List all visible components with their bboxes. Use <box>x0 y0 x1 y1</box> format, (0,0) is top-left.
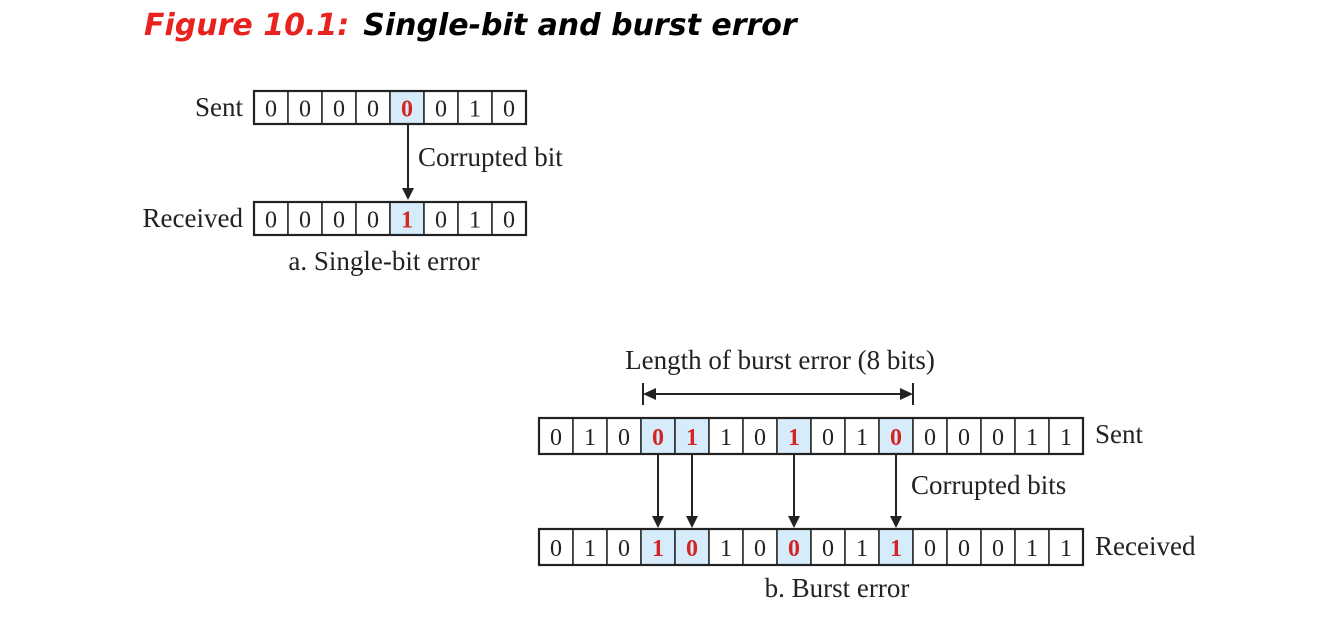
burst-sent-bit: 0 <box>550 425 562 451</box>
burst-received-label: Received <box>1095 531 1196 561</box>
single-sent-bit: 0 <box>503 97 515 123</box>
single-received-bit: 0 <box>503 208 515 234</box>
burst-received-bit: 1 <box>720 536 732 562</box>
single-sent-cell <box>389 90 425 125</box>
single-sent-cell <box>491 90 527 125</box>
single-sent-label: Sent <box>195 92 244 122</box>
figure-number: Figure 10.1: <box>144 8 350 43</box>
burst-sent-bit: 1 <box>584 425 596 451</box>
single-sent-cell <box>423 90 459 125</box>
single-annotation: Corrupted bit <box>418 142 563 172</box>
burst-received-bit-error: 0 <box>686 536 698 562</box>
burst-sent-bit: 1 <box>1060 425 1072 451</box>
burst-received-bit: 0 <box>822 536 834 562</box>
burst-annotation: Corrupted bits <box>911 470 1066 500</box>
single-received-bit: 0 <box>367 208 379 234</box>
single-sent-bit-error: 0 <box>401 97 413 123</box>
burst-length-right-arrow <box>900 388 913 400</box>
burst-received-bit: 1 <box>856 536 868 562</box>
burst-sent-bit: 1 <box>1026 425 1038 451</box>
figure-title-text: Single-bit and burst error <box>363 8 797 43</box>
burst-arrow-head <box>652 516 664 528</box>
burst-sent-label: Sent <box>1095 419 1144 449</box>
burst-sent-bit: 0 <box>924 425 936 451</box>
burst-sent-bit: 1 <box>720 425 732 451</box>
burst-received-bit: 0 <box>958 536 970 562</box>
burst-received-bit-error: 1 <box>652 536 664 562</box>
burst-sent-bit: 0 <box>822 425 834 451</box>
single-received-bit: 0 <box>435 208 447 234</box>
burst-received-bit-error: 0 <box>788 536 800 562</box>
single-received-bit-error: 1 <box>401 208 413 234</box>
burst-sent-bit-error: 0 <box>652 425 664 451</box>
single-caption: a. Single-bit error <box>288 246 479 276</box>
burst-received-cell <box>1014 528 1050 566</box>
single-received-cell <box>287 201 323 236</box>
single-sent-bit: 0 <box>367 97 379 123</box>
burst-received-bit: 1 <box>1060 536 1072 562</box>
burst-arrow-head <box>686 516 698 528</box>
single-sent-bit: 0 <box>333 97 345 123</box>
burst-sent-bit: 0 <box>992 425 1004 451</box>
single-received-frame <box>252 200 528 237</box>
burst-arrow-head <box>890 516 902 528</box>
burst-sent-cell <box>844 417 880 455</box>
figure-title: Figure 10.1: Single-bit and burst error <box>144 6 797 46</box>
burst-arrow-head <box>788 516 800 528</box>
burst-received-bit: 0 <box>550 536 562 562</box>
burst-length-left-arrow <box>643 388 656 400</box>
single-received-bit: 1 <box>469 208 481 234</box>
burst-length-label: Length of burst error (8 bits) <box>625 345 935 375</box>
burst-sent-cell <box>810 417 846 455</box>
single-sent-bit: 0 <box>435 97 447 123</box>
single-arrow-head <box>402 188 414 200</box>
burst-sent-bit-error: 0 <box>890 425 902 451</box>
burst-received-bit: 0 <box>924 536 936 562</box>
single-sent-bit: 0 <box>265 97 277 123</box>
burst-received-bit: 1 <box>1026 536 1038 562</box>
single-received-bit: 0 <box>333 208 345 234</box>
burst-sent-cell <box>538 417 574 455</box>
single-sent-frame <box>252 89 528 126</box>
burst-sent-bit: 1 <box>856 425 868 451</box>
burst-sent-bit: 0 <box>618 425 630 451</box>
single-received-bit: 0 <box>299 208 311 234</box>
burst-received-bit: 1 <box>584 536 596 562</box>
burst-sent-bit: 0 <box>754 425 766 451</box>
single-sent-bit: 0 <box>299 97 311 123</box>
burst-caption: b. Burst error <box>765 573 910 603</box>
burst-received-cell <box>912 528 948 566</box>
burst-received-bit: 0 <box>992 536 1004 562</box>
burst-sent-bit: 0 <box>958 425 970 451</box>
single-sent-bit: 1 <box>469 97 481 123</box>
burst-sent-cell <box>708 417 744 455</box>
burst-received-bit: 0 <box>618 536 630 562</box>
burst-received-frame <box>537 527 1085 567</box>
burst-sent-bit-error: 1 <box>686 425 698 451</box>
burst-sent-cell <box>640 417 676 455</box>
single-received-label: Received <box>143 203 244 233</box>
burst-sent-frame <box>537 416 1085 456</box>
burst-sent-bit-error: 1 <box>788 425 800 451</box>
burst-corruption-arrows <box>652 454 902 528</box>
burst-received-bit: 0 <box>754 536 766 562</box>
single-received-bit: 0 <box>265 208 277 234</box>
burst-received-bit-error: 1 <box>890 536 902 562</box>
